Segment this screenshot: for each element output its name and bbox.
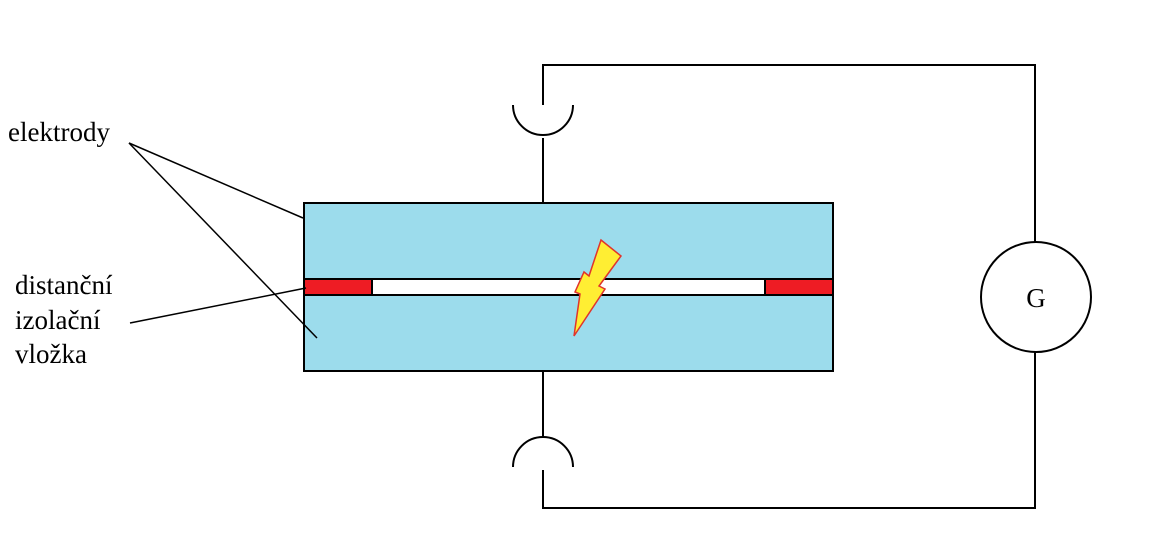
top-wire <box>542 64 1036 245</box>
generator-circle-icon <box>980 241 1092 353</box>
electrodes-label: elektrody <box>8 117 110 147</box>
right-spacer <box>764 278 834 296</box>
bottom-connector-arc-icon <box>512 436 574 468</box>
generator-label: G <box>1026 283 1046 313</box>
bottom-electrode <box>303 294 834 372</box>
spacer-leader <box>129 287 307 324</box>
electrode-leader-bottom <box>128 142 318 339</box>
lightning-bolt-icon <box>573 238 623 337</box>
top-connector-arc-icon <box>512 104 574 136</box>
spacer-label-line1: distanční <box>15 270 113 300</box>
discharge-gap <box>371 278 766 296</box>
leader-lines <box>128 142 318 339</box>
spacer-label-line2: izolační <box>15 305 101 335</box>
top-electrode <box>303 202 834 280</box>
electrode-leader-top <box>128 142 304 219</box>
bottom-wire <box>542 351 1036 509</box>
circuit-wires <box>542 64 1036 509</box>
left-spacer <box>303 278 373 296</box>
spacer-label-line3: vložka <box>15 339 87 369</box>
